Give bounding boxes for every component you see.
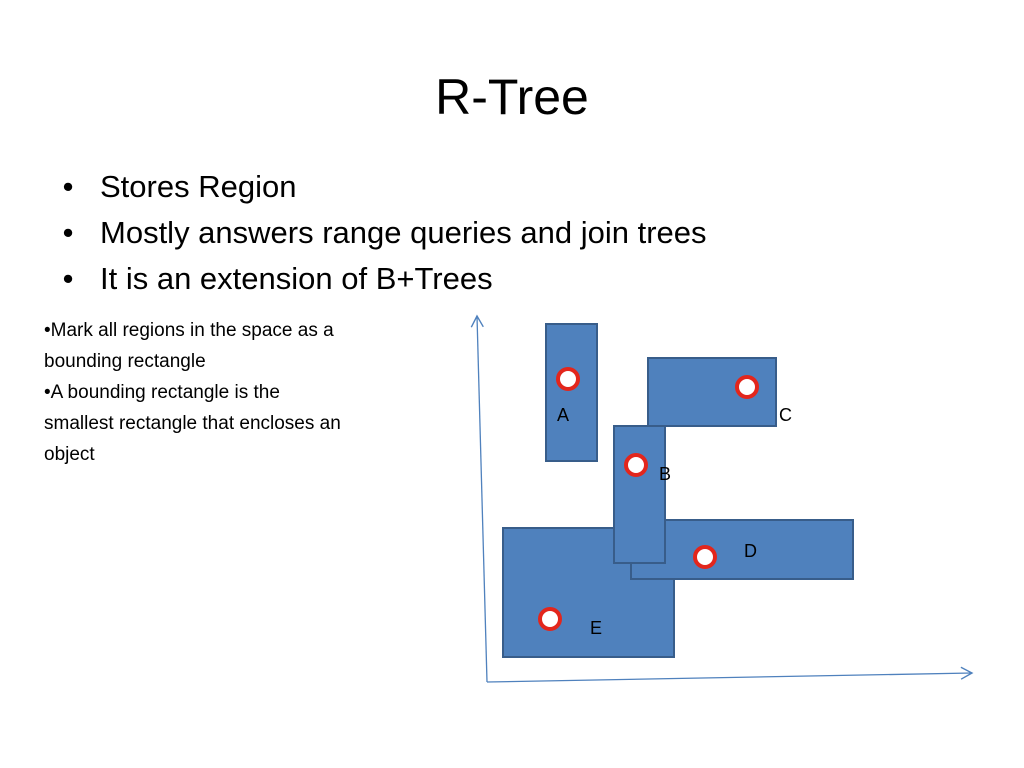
- bullet-text: Stores Region: [100, 169, 297, 204]
- rect-E-label: E: [590, 618, 602, 638]
- rect-A-shape: [545, 323, 598, 462]
- rect-B: B: [613, 425, 671, 564]
- rect-B-point-icon: [624, 453, 648, 477]
- rect-D: D: [630, 519, 854, 580]
- note-line: •A bounding rectangle is the: [44, 382, 280, 403]
- bullet-text: Mostly answers range queries and join tr…: [100, 215, 707, 250]
- bullet-item: • Mostly answers range queries and join …: [58, 210, 707, 256]
- rect-B-label: B: [659, 464, 671, 484]
- bullet-list: • Stores Region • Mostly answers range q…: [58, 164, 707, 302]
- bullet-dot: •: [62, 169, 74, 204]
- note-line: smallest rectangle that encloses an: [44, 413, 341, 434]
- notes-text-box: •Mark all regions in the space as a boun…: [44, 315, 424, 470]
- rect-A-label: A: [557, 405, 569, 425]
- bullet-item: • It is an extension of B+Trees: [58, 256, 707, 302]
- bullet-dot: •: [62, 215, 74, 250]
- rect-A: A: [545, 323, 598, 462]
- rect-D-shape: [630, 519, 854, 580]
- x-axis: [486, 666, 974, 683]
- y-axis: [470, 314, 488, 683]
- rect-D-label: D: [744, 541, 757, 561]
- note-line: •Mark all regions in the space as a: [44, 320, 334, 341]
- rect-C-label: C: [779, 405, 792, 425]
- rect-E-point-icon: [538, 607, 562, 631]
- slide-title: R-Tree: [435, 69, 589, 125]
- bullet-item: • Stores Region: [58, 164, 707, 210]
- note-line: bounding rectangle: [44, 351, 206, 372]
- bullet-dot: •: [62, 261, 74, 296]
- note-line: object: [44, 444, 95, 465]
- rect-C-point-icon: [735, 375, 759, 399]
- rect-C: C: [647, 357, 792, 427]
- rect-D-point-icon: [693, 545, 717, 569]
- rect-B-shape: [613, 425, 666, 564]
- bullet-text: It is an extension of B+Trees: [100, 261, 493, 296]
- rect-A-point-icon: [556, 367, 580, 391]
